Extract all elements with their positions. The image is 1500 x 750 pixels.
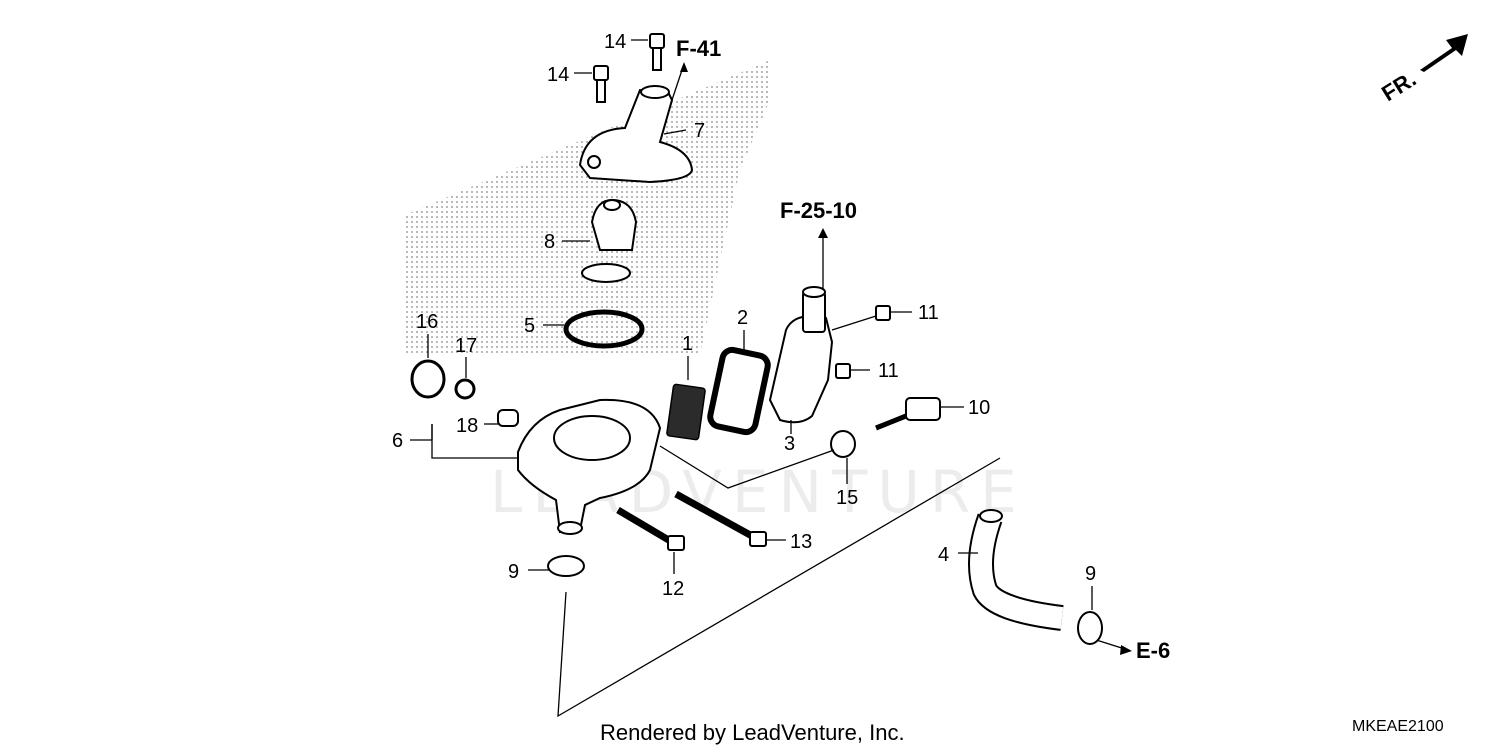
water-outlet-3: [768, 286, 834, 434]
callout-16: 16: [416, 311, 438, 333]
callout-14-upper: 14: [604, 31, 626, 53]
bolt-14-upper: [631, 33, 665, 71]
o-ring-5: [543, 309, 645, 349]
callout-18: 18: [456, 415, 478, 437]
dowel-pin-18: [484, 409, 519, 427]
callout-8: 8: [544, 231, 555, 253]
front-direction-arrow: FR.: [1377, 34, 1468, 106]
o-ring-16: [410, 334, 446, 399]
callout-6: 6: [392, 430, 403, 452]
callout-13: 13: [790, 531, 812, 553]
o-ring-17: [454, 357, 476, 400]
callout-9-left: 9: [508, 561, 519, 583]
bolt-11-lower: [835, 363, 870, 379]
callout-4: 4: [938, 544, 949, 566]
callout-5: 5: [524, 315, 535, 337]
callout-9-right: 9: [1085, 563, 1096, 585]
thermostat-housing-6: [410, 398, 662, 535]
callout-7: 7: [694, 120, 705, 142]
washer-15: [830, 430, 856, 484]
callout-3: 3: [784, 433, 795, 455]
thermostat-cover-7: [578, 85, 694, 184]
gasket-2: [707, 330, 771, 436]
callout-17: 17: [455, 335, 477, 357]
stipple-background: [405, 60, 770, 355]
callout-11-lower: 11: [878, 360, 899, 382]
diagram-code: MKEAE2100: [1352, 718, 1444, 735]
ref-f41: F-41: [676, 36, 721, 61]
hose-assembly-leader: [557, 457, 1001, 718]
temperature-sensor-10: [875, 397, 964, 431]
thermostat-8: [562, 198, 638, 283]
bolt-13: [674, 490, 786, 547]
hose-clamp-9-right: [1077, 586, 1103, 645]
ref-f2510: F-25-10: [780, 198, 857, 223]
ref-e6: E-6: [1136, 638, 1170, 663]
filter-screen-1: [666, 356, 706, 441]
callout-15: 15: [836, 487, 858, 509]
credit-text: Rendered by LeadVenture, Inc.: [600, 720, 905, 745]
water-hose-4: [958, 509, 1064, 631]
bolt-12: [616, 506, 685, 574]
callout-10: 10: [968, 397, 990, 419]
hose-clamp-9-left: [528, 555, 585, 577]
fr-label: FR.: [1377, 66, 1420, 106]
callout-1: 1: [682, 333, 693, 355]
bolt-14-lower: [574, 65, 609, 103]
callout-14-lower: 14: [547, 64, 569, 86]
bolt-11-upper: [831, 305, 912, 331]
callout-12: 12: [662, 578, 684, 600]
callout-2: 2: [737, 307, 748, 329]
callout-11-upper: 11: [918, 302, 939, 324]
